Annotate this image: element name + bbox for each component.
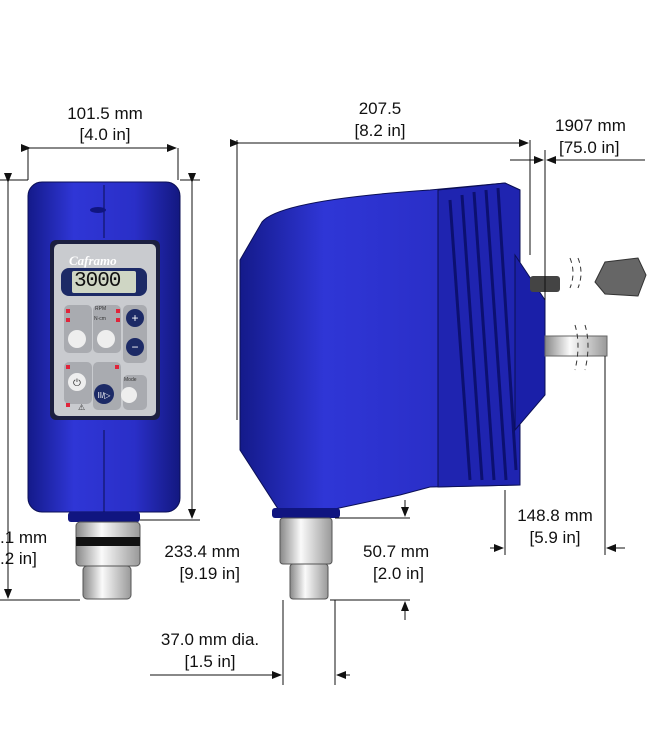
minus-button [126,338,144,356]
lcd-display [72,271,136,293]
shaft-offset-in: [5.9 in] [529,528,581,547]
overall-height-mm: .1 mm [0,528,48,547]
body-height-mm: 233.4 mm [164,542,240,561]
chuck-height-in: [2.0 in] [373,564,425,583]
overall-height-in: .2 in] [0,549,37,568]
power-button [68,373,86,391]
run-pause-button [94,384,114,404]
warning-icon: ⚠ [78,403,85,412]
speed-readout: 3000 [74,270,121,293]
support-rod [544,335,608,357]
brand-logo: Caframo [69,253,117,268]
side-depth-in: [8.2 in] [354,121,406,140]
ncm-label: N·cm [94,316,106,322]
cord-connector [594,257,647,297]
chuck-diameter-mm: 37.0 mm dia. [160,630,260,649]
mode-label: Mode [124,377,137,383]
cord-length-in: [75.0 in] [559,138,620,157]
front-view: + − ⏻ II/▷ ⚠ [27,181,181,600]
play-pause-icon: II/▷ [98,391,112,400]
minus-icon: − [131,340,138,354]
chuck-height-mm: 50.7 mm [363,542,430,561]
rotation-button [68,330,86,348]
side-depth-mm: 207.5 [358,99,402,118]
front-width-mm: 101.5 mm [67,104,143,123]
plus-icon: + [131,311,138,325]
cord-length-mm: 1907 mm [555,116,626,135]
power-icon: ⏻ [73,378,81,389]
side-chuck [279,517,333,565]
body-height-in: [9.19 in] [179,564,241,583]
rpm-ncm-button [97,330,115,348]
front-width-in: [4.0 in] [79,125,131,144]
vent-hole [90,207,106,213]
shaft-offset-mm: 148.8 mm [517,506,593,525]
chuck-diameter-in: [1.5 in] [184,652,236,671]
plus-button [126,309,144,327]
mode-button [121,387,137,403]
rpm-label: RPM [95,306,107,312]
dimension-lines [0,139,645,685]
